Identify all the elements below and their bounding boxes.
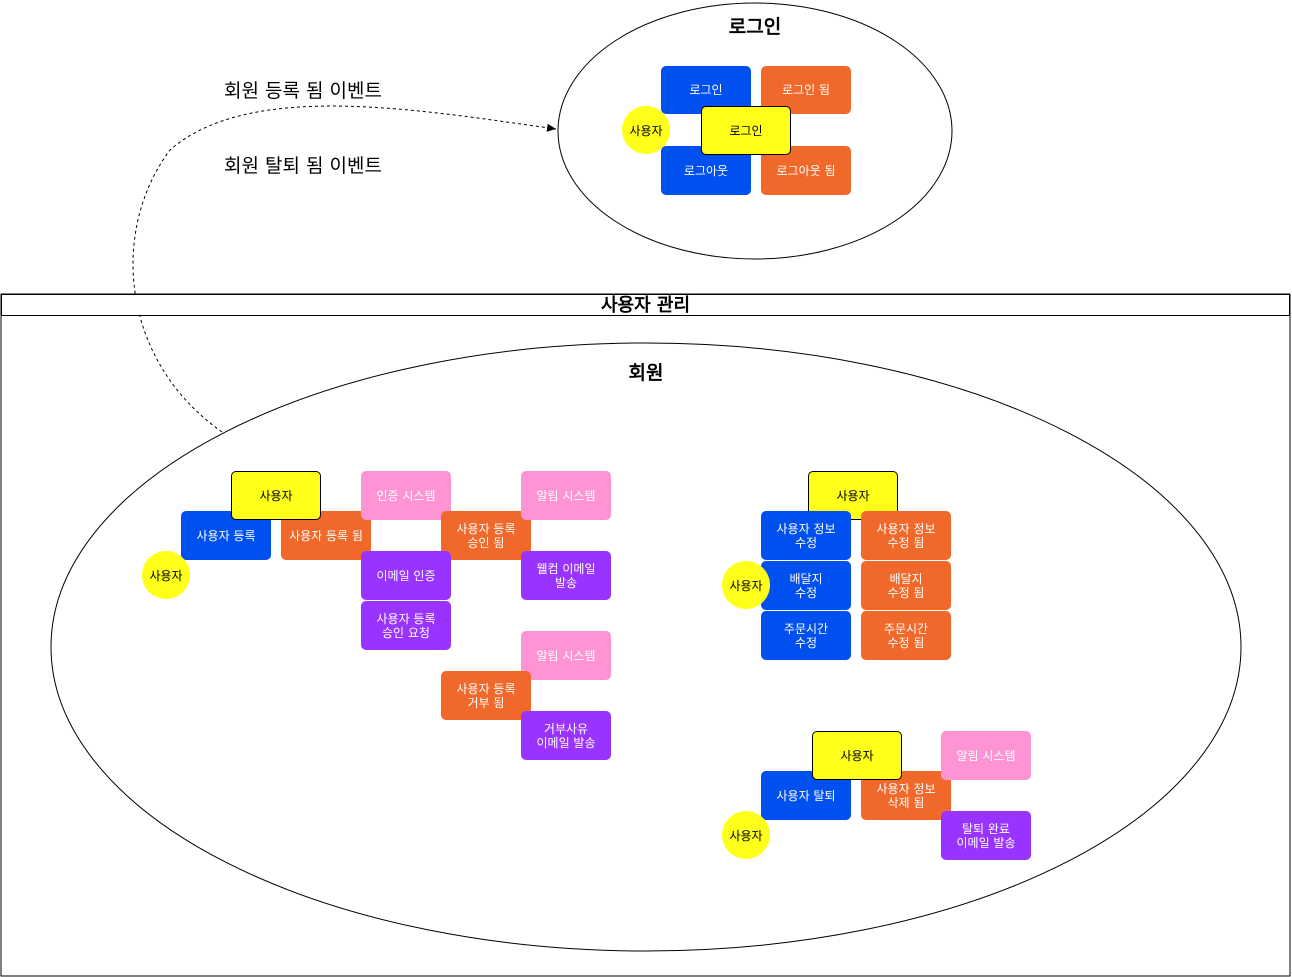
event-registration-approved: 사용자 등록 승인 됨 xyxy=(441,511,531,560)
command-update-address: 배달지 수정 xyxy=(761,561,851,610)
withdrawn-event-note: 회원 탈퇴 됨 이벤트 xyxy=(224,155,382,177)
policy-email-verification: 이메일 인증 xyxy=(361,551,451,600)
external-notify-system-3: 알림 시스템 xyxy=(941,731,1031,780)
member-context-ellipse xyxy=(50,342,1242,952)
command-update-order-time: 주문시간 수정 xyxy=(761,611,851,660)
actor-profile-user: 사용자 xyxy=(722,561,770,609)
policy-reject-email: 거부사유 이메일 발송 xyxy=(521,711,611,760)
aggregate-login: 로그인 xyxy=(701,106,791,155)
registered-event-note: 회원 등록 됨 이벤트 xyxy=(224,80,382,102)
external-auth-system: 인증 시스템 xyxy=(361,471,451,520)
login-context-ellipse xyxy=(557,2,953,260)
event-address-updated: 배달지 수정 됨 xyxy=(861,561,951,610)
policy-welcome-email: 웰컴 이메일 발송 xyxy=(521,551,611,600)
event-order-time-updated: 주문시간 수정 됨 xyxy=(861,611,951,660)
member-context-title: 회원 xyxy=(628,362,664,384)
event-logged-out: 로그아웃 됨 xyxy=(761,146,851,195)
external-notify-system-2: 알림 시스템 xyxy=(521,631,611,680)
command-update-user-info: 사용자 정보 수정 xyxy=(761,511,851,560)
policy-approval-request: 사용자 등록 승인 요청 xyxy=(361,601,451,650)
event-user-info-updated: 사용자 정보 수정 됨 xyxy=(861,511,951,560)
login-context-title: 로그인 xyxy=(728,16,782,38)
actor-login-user: 사용자 xyxy=(622,106,670,154)
actor-registration-user: 사용자 xyxy=(142,551,190,599)
actor-withdrawal-user: 사용자 xyxy=(722,811,770,859)
event-registration-rejected: 사용자 등록 거부 됨 xyxy=(441,671,531,720)
external-notify-system-1: 알림 시스템 xyxy=(521,471,611,520)
event-flow-arrow xyxy=(132,105,557,433)
policy-withdrawal-complete-email: 탈퇴 완료 이메일 발송 xyxy=(941,811,1031,860)
aggregate-user-withdrawal: 사용자 xyxy=(812,731,902,780)
user-management-title: 사용자 관리 xyxy=(1,294,1290,316)
user-management-swimlane xyxy=(0,293,1291,977)
aggregate-user-registration: 사용자 xyxy=(231,471,321,520)
